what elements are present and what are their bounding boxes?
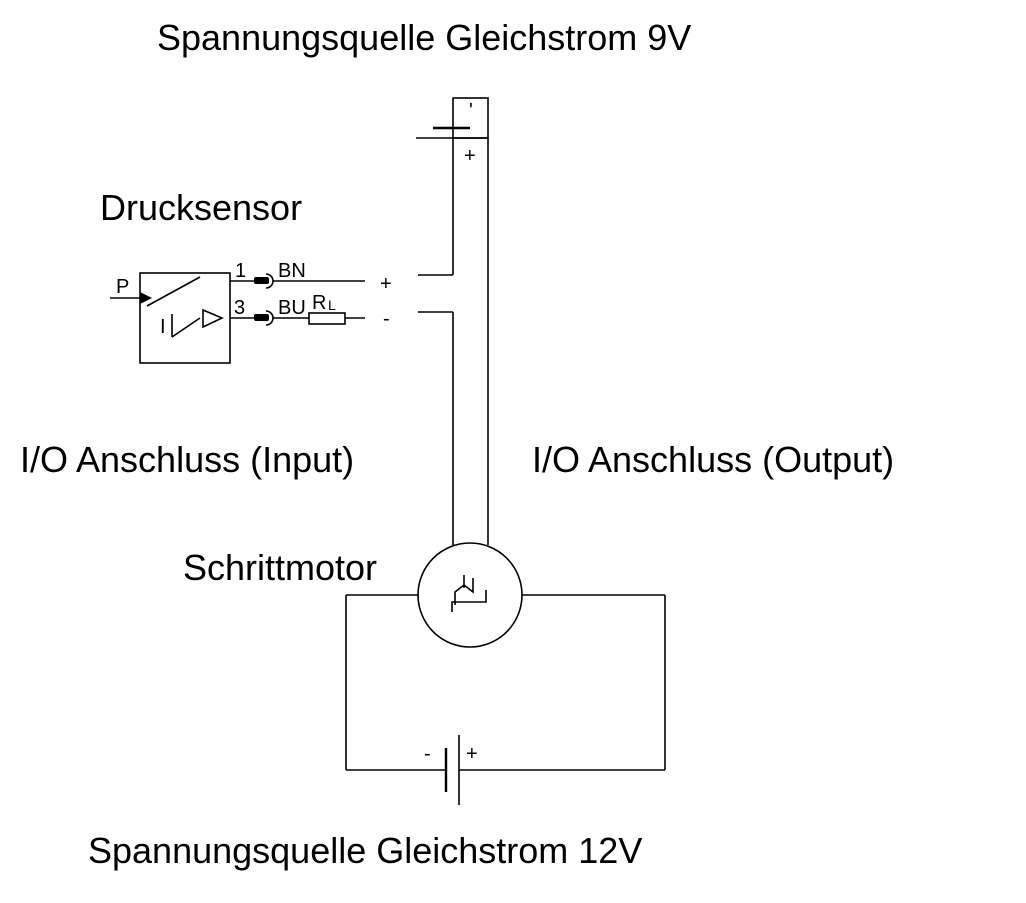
stepper-motor-label: Schrittmotor	[183, 547, 377, 588]
bottom-loop	[345, 594, 666, 771]
minus-terminal-label: -	[383, 308, 390, 330]
current-symbol: I	[160, 316, 166, 338]
pressure-symbol: P	[116, 276, 129, 298]
sensor-wires	[230, 273, 454, 545]
bottom-battery-minus-mark: -	[424, 743, 431, 765]
wire-bu-label: BU	[278, 297, 306, 319]
resistor-label: R	[312, 292, 326, 314]
pin-1-label: 1	[235, 260, 246, 282]
pressure-sensor-label: Drucksensor	[100, 187, 302, 228]
io-input-label: I/O Anschluss (Input)	[20, 439, 354, 480]
bottom-battery-plus-mark: +	[466, 743, 478, 765]
top-source-label: Spannungsquelle Gleichstrom 9V	[157, 17, 691, 58]
top-battery-minus-mark: '	[469, 100, 473, 122]
bottom-battery-symbol	[444, 735, 460, 805]
plus-terminal-label: +	[380, 273, 392, 295]
io-output-label: I/O Anschluss (Output)	[532, 439, 894, 480]
resistor-subscript: L	[328, 297, 336, 313]
wire-bn-label: BN	[278, 260, 306, 282]
motor-symbol	[417, 542, 523, 648]
bottom-source-label: Spannungsquelle Gleichstrom 12V	[88, 830, 642, 871]
pin-3-label: 3	[234, 297, 245, 319]
top-battery-plus-mark: +	[464, 145, 476, 167]
top-battery-symbol	[416, 97, 489, 545]
